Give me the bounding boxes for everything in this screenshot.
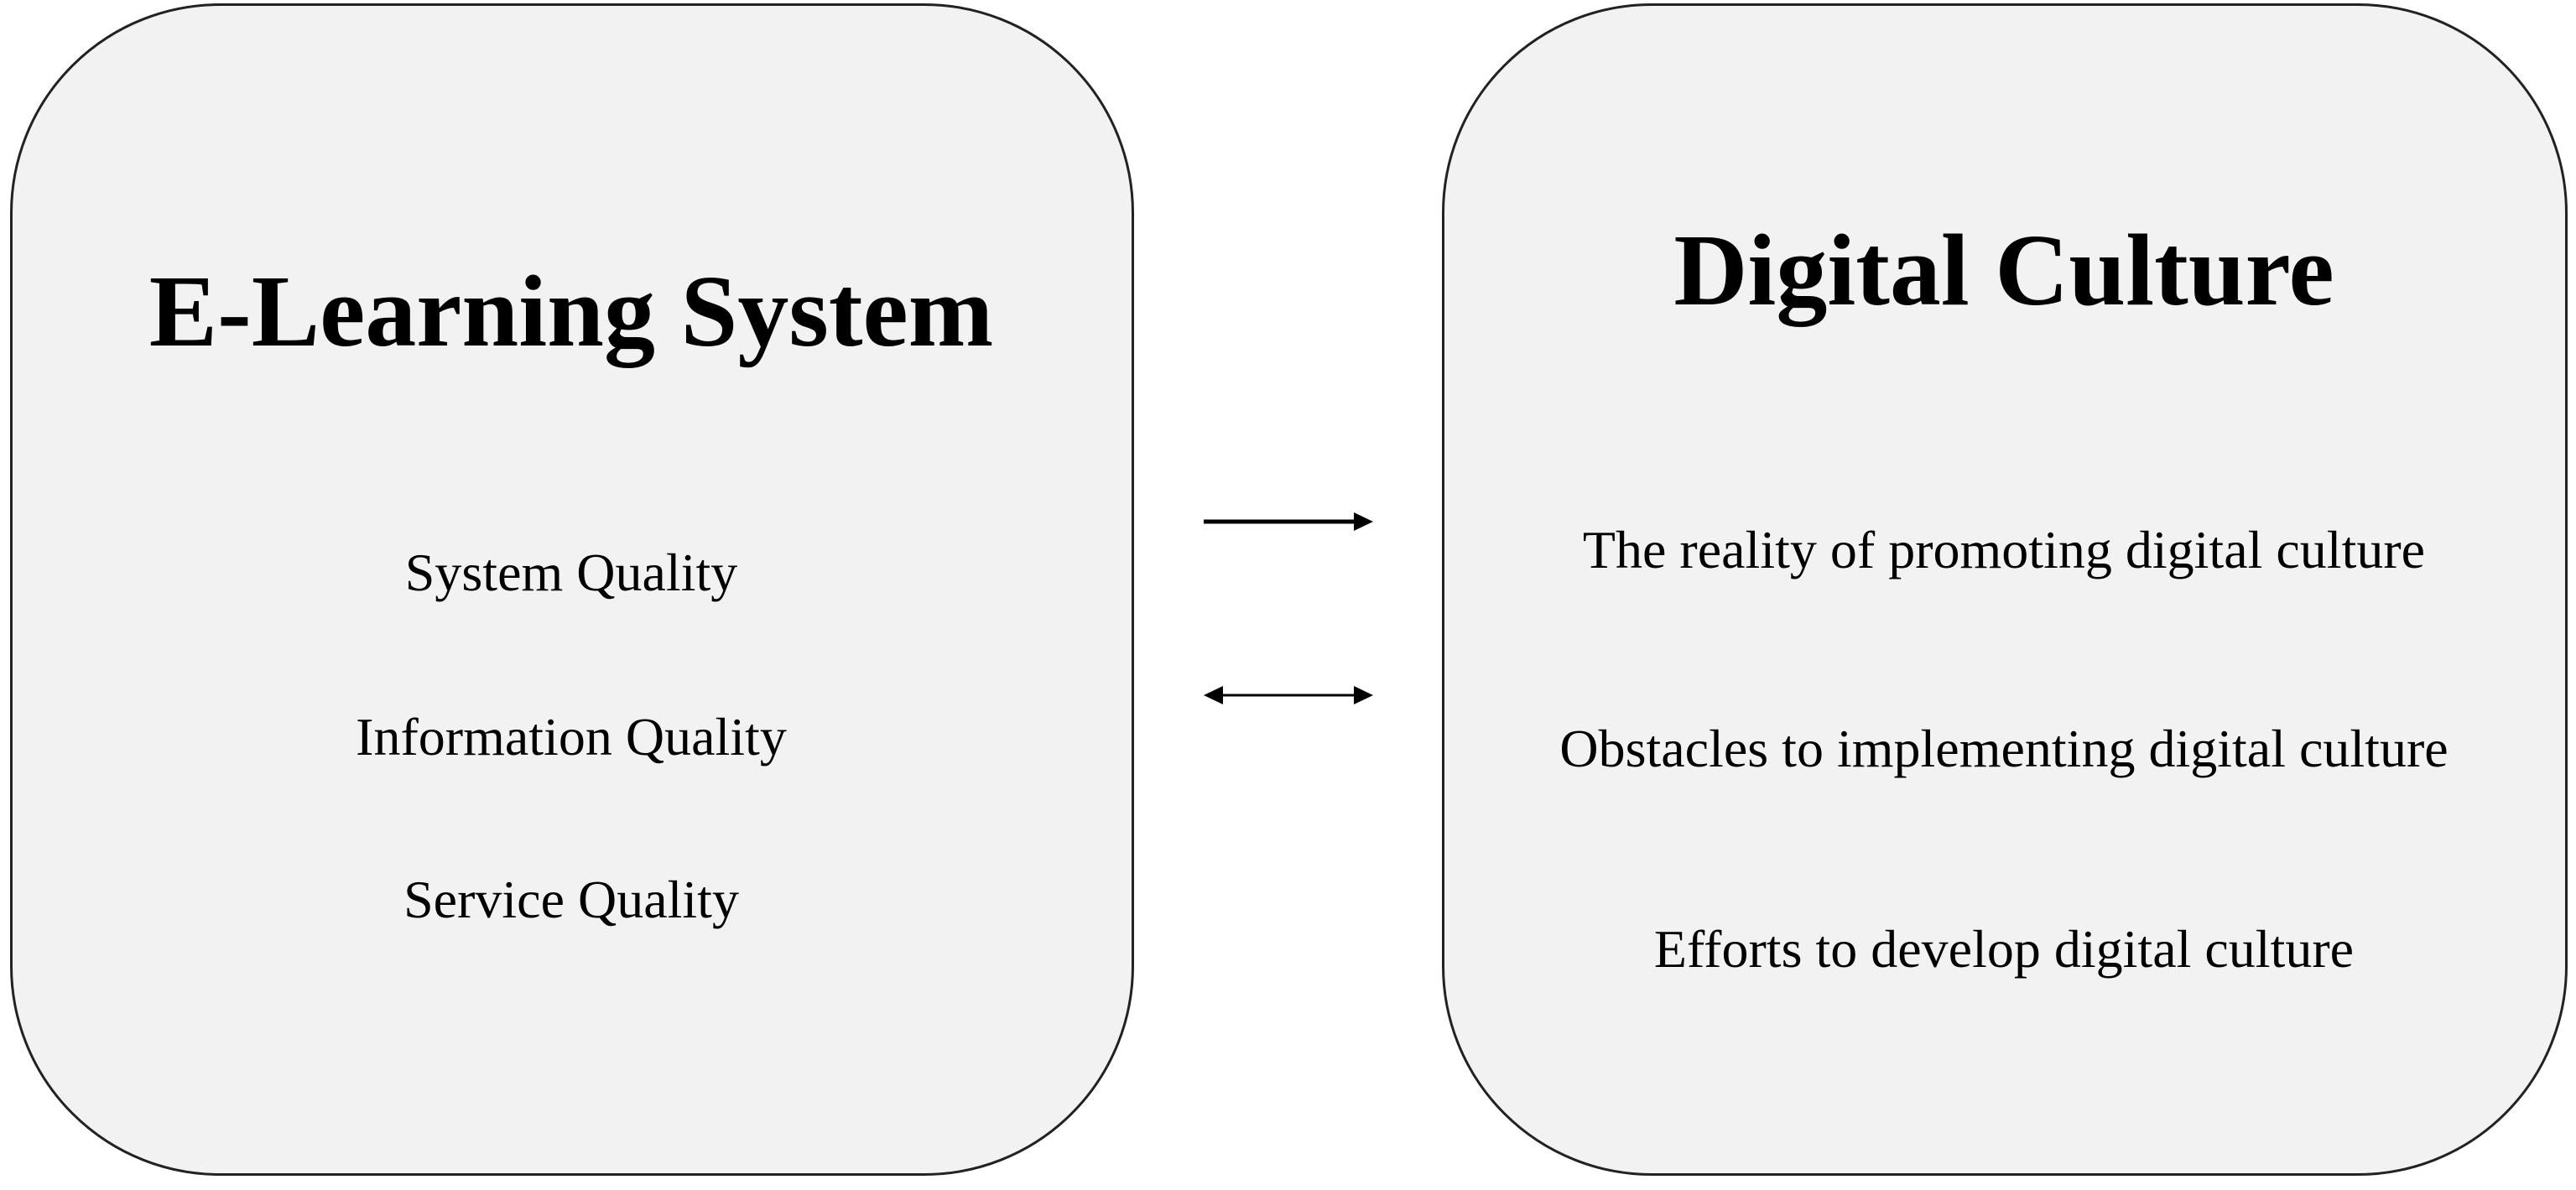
right-arrow-icon bbox=[1204, 512, 1373, 531]
double-arrow-icon bbox=[1204, 686, 1373, 704]
system-quality-label: System Quality bbox=[404, 543, 738, 602]
digital-culture-title: Digital Culture bbox=[1673, 214, 2334, 327]
efforts-develop-label: Efforts to develop digital culture bbox=[1653, 919, 2355, 979]
e-learning-system-title: E-Learning System bbox=[148, 255, 994, 368]
information-quality-label: Information Quality bbox=[356, 707, 787, 766]
reality-promoting-label: The reality of promoting digital culture bbox=[1582, 520, 2426, 579]
digital-culture-box bbox=[1442, 3, 2568, 1176]
e-learning-system-box bbox=[10, 3, 1134, 1176]
obstacles-implementing-label: Obstacles to implementing digital cultur… bbox=[1559, 719, 2449, 778]
service-quality-label: Service Quality bbox=[403, 870, 739, 929]
